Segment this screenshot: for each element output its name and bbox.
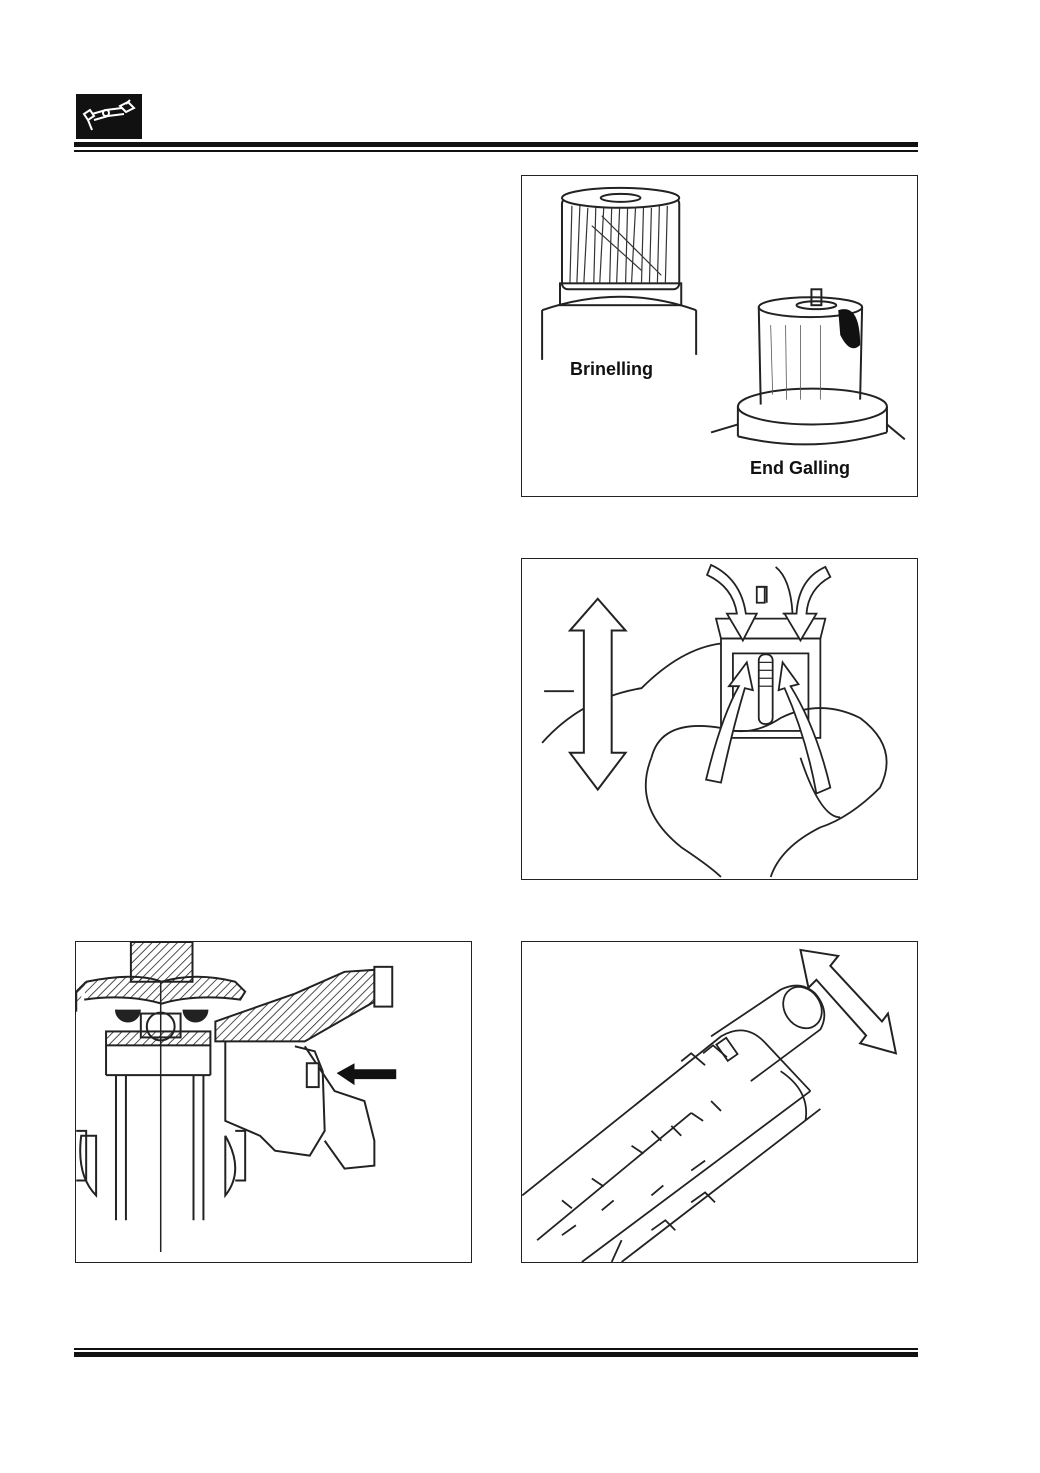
footer-rule-thin xyxy=(74,1348,918,1350)
flange-cross-section-illustration xyxy=(76,942,397,1253)
brinelling-label: Brinelling xyxy=(570,359,654,379)
lubrication-flow-illustration xyxy=(541,563,888,878)
bearing-wear-figure: Brinelling End Galling xyxy=(521,175,918,497)
end-galling-label: End Galling xyxy=(750,458,851,478)
spline-shaft-illustration xyxy=(522,948,898,1262)
flange-cross-section-figure xyxy=(75,941,472,1263)
header-rule-thick xyxy=(74,142,918,147)
bearing-wear-illustration xyxy=(541,186,906,446)
driveshaft-icon xyxy=(76,94,142,139)
footer-rule-thick xyxy=(74,1352,918,1357)
lubrication-flow-figure xyxy=(521,558,918,880)
header-rule-thin xyxy=(74,150,918,152)
spline-shaft-figure xyxy=(521,941,918,1263)
